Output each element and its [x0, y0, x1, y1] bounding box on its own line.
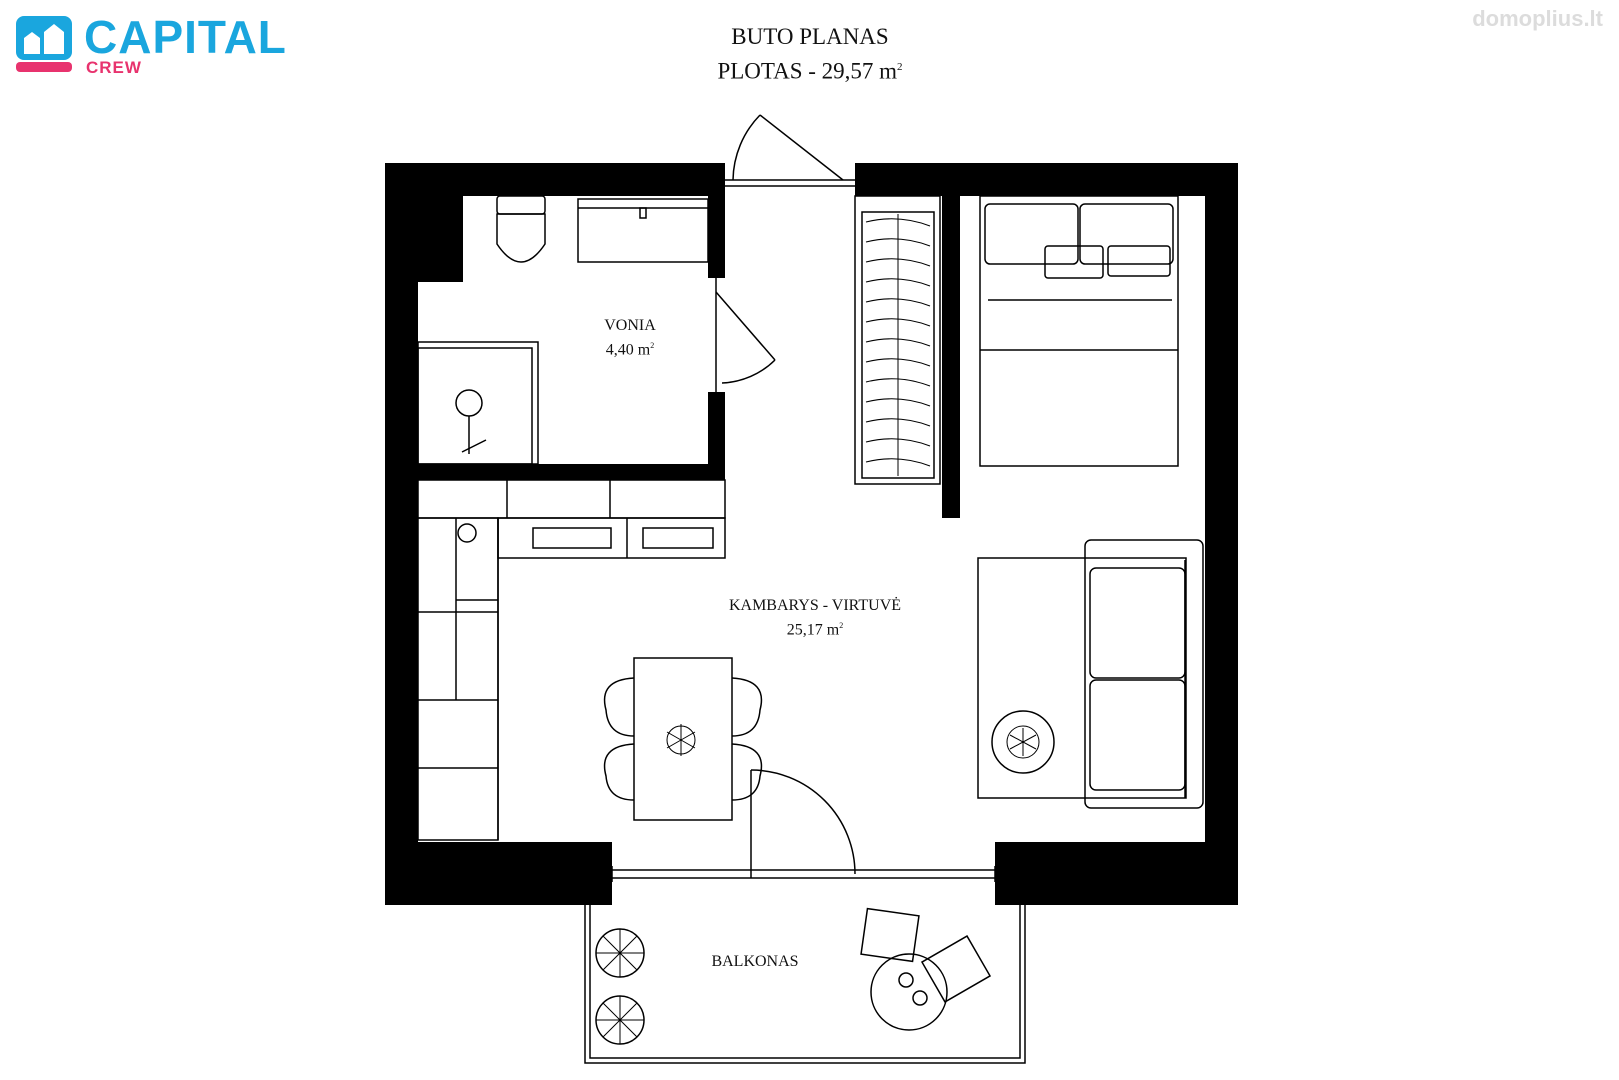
room-label-bath: VONIA 4,40 m2: [560, 316, 700, 360]
sofa: [977, 539, 1204, 809]
bath-area-sup: 2: [650, 341, 655, 350]
plan-area-value: PLOTAS - 29,57 m: [717, 58, 898, 84]
balcony-name: BALKONAS: [711, 953, 799, 970]
plan-area: PLOTAS - 29,57 m2: [590, 52, 1030, 87]
entrance-door: [725, 114, 855, 187]
balcony-chair-2: [920, 935, 992, 1003]
balcony-door: [611, 769, 996, 882]
bathroom-sink: [577, 198, 709, 263]
logo: CAPITAL CREW: [14, 11, 286, 78]
outer-walls: [385, 163, 1238, 905]
plan-area-unit-sup: 2: [897, 61, 903, 73]
bath-area-value: 4,40 m: [605, 341, 651, 359]
balcony-table: [870, 953, 948, 1031]
dining-table: [603, 657, 763, 821]
room-label-living: KAMBARYS - VIRTUVĖ 25,17 m2: [700, 596, 930, 640]
house-logo-icon: [16, 16, 72, 72]
brand-name: CAPITAL: [84, 11, 287, 63]
watermark: domoplius.lt: [1472, 6, 1603, 31]
plan-title: BUTO PLANAS PLOTAS - 29,57 m2: [590, 22, 1030, 87]
shower: [417, 341, 539, 465]
balcony-plant-2: [595, 995, 645, 1045]
bath-name: VONIA: [604, 317, 656, 334]
living-area-sup: 2: [839, 621, 844, 630]
wardrobe: [854, 195, 941, 485]
balcony-chair-1: [860, 907, 920, 963]
brand-sub: CREW: [86, 58, 142, 77]
living-area-value: 25,17 m: [786, 621, 840, 639]
bed: [979, 195, 1179, 467]
balcony-plant-1: [595, 928, 645, 978]
bathroom-door: [715, 278, 776, 392]
coffee-table: [991, 710, 1055, 774]
bath-area: 4,40 m2: [560, 336, 700, 360]
living-area: 25,17 m2: [700, 616, 930, 640]
living-name: KAMBARYS - VIRTUVĖ: [728, 597, 902, 614]
plan-heading: BUTO PLANAS: [731, 24, 889, 49]
toilet: [496, 195, 546, 263]
balcony: [584, 905, 1026, 1064]
kitchen-counter: [417, 479, 726, 841]
room-label-balcony: BALKONAS: [690, 952, 820, 972]
